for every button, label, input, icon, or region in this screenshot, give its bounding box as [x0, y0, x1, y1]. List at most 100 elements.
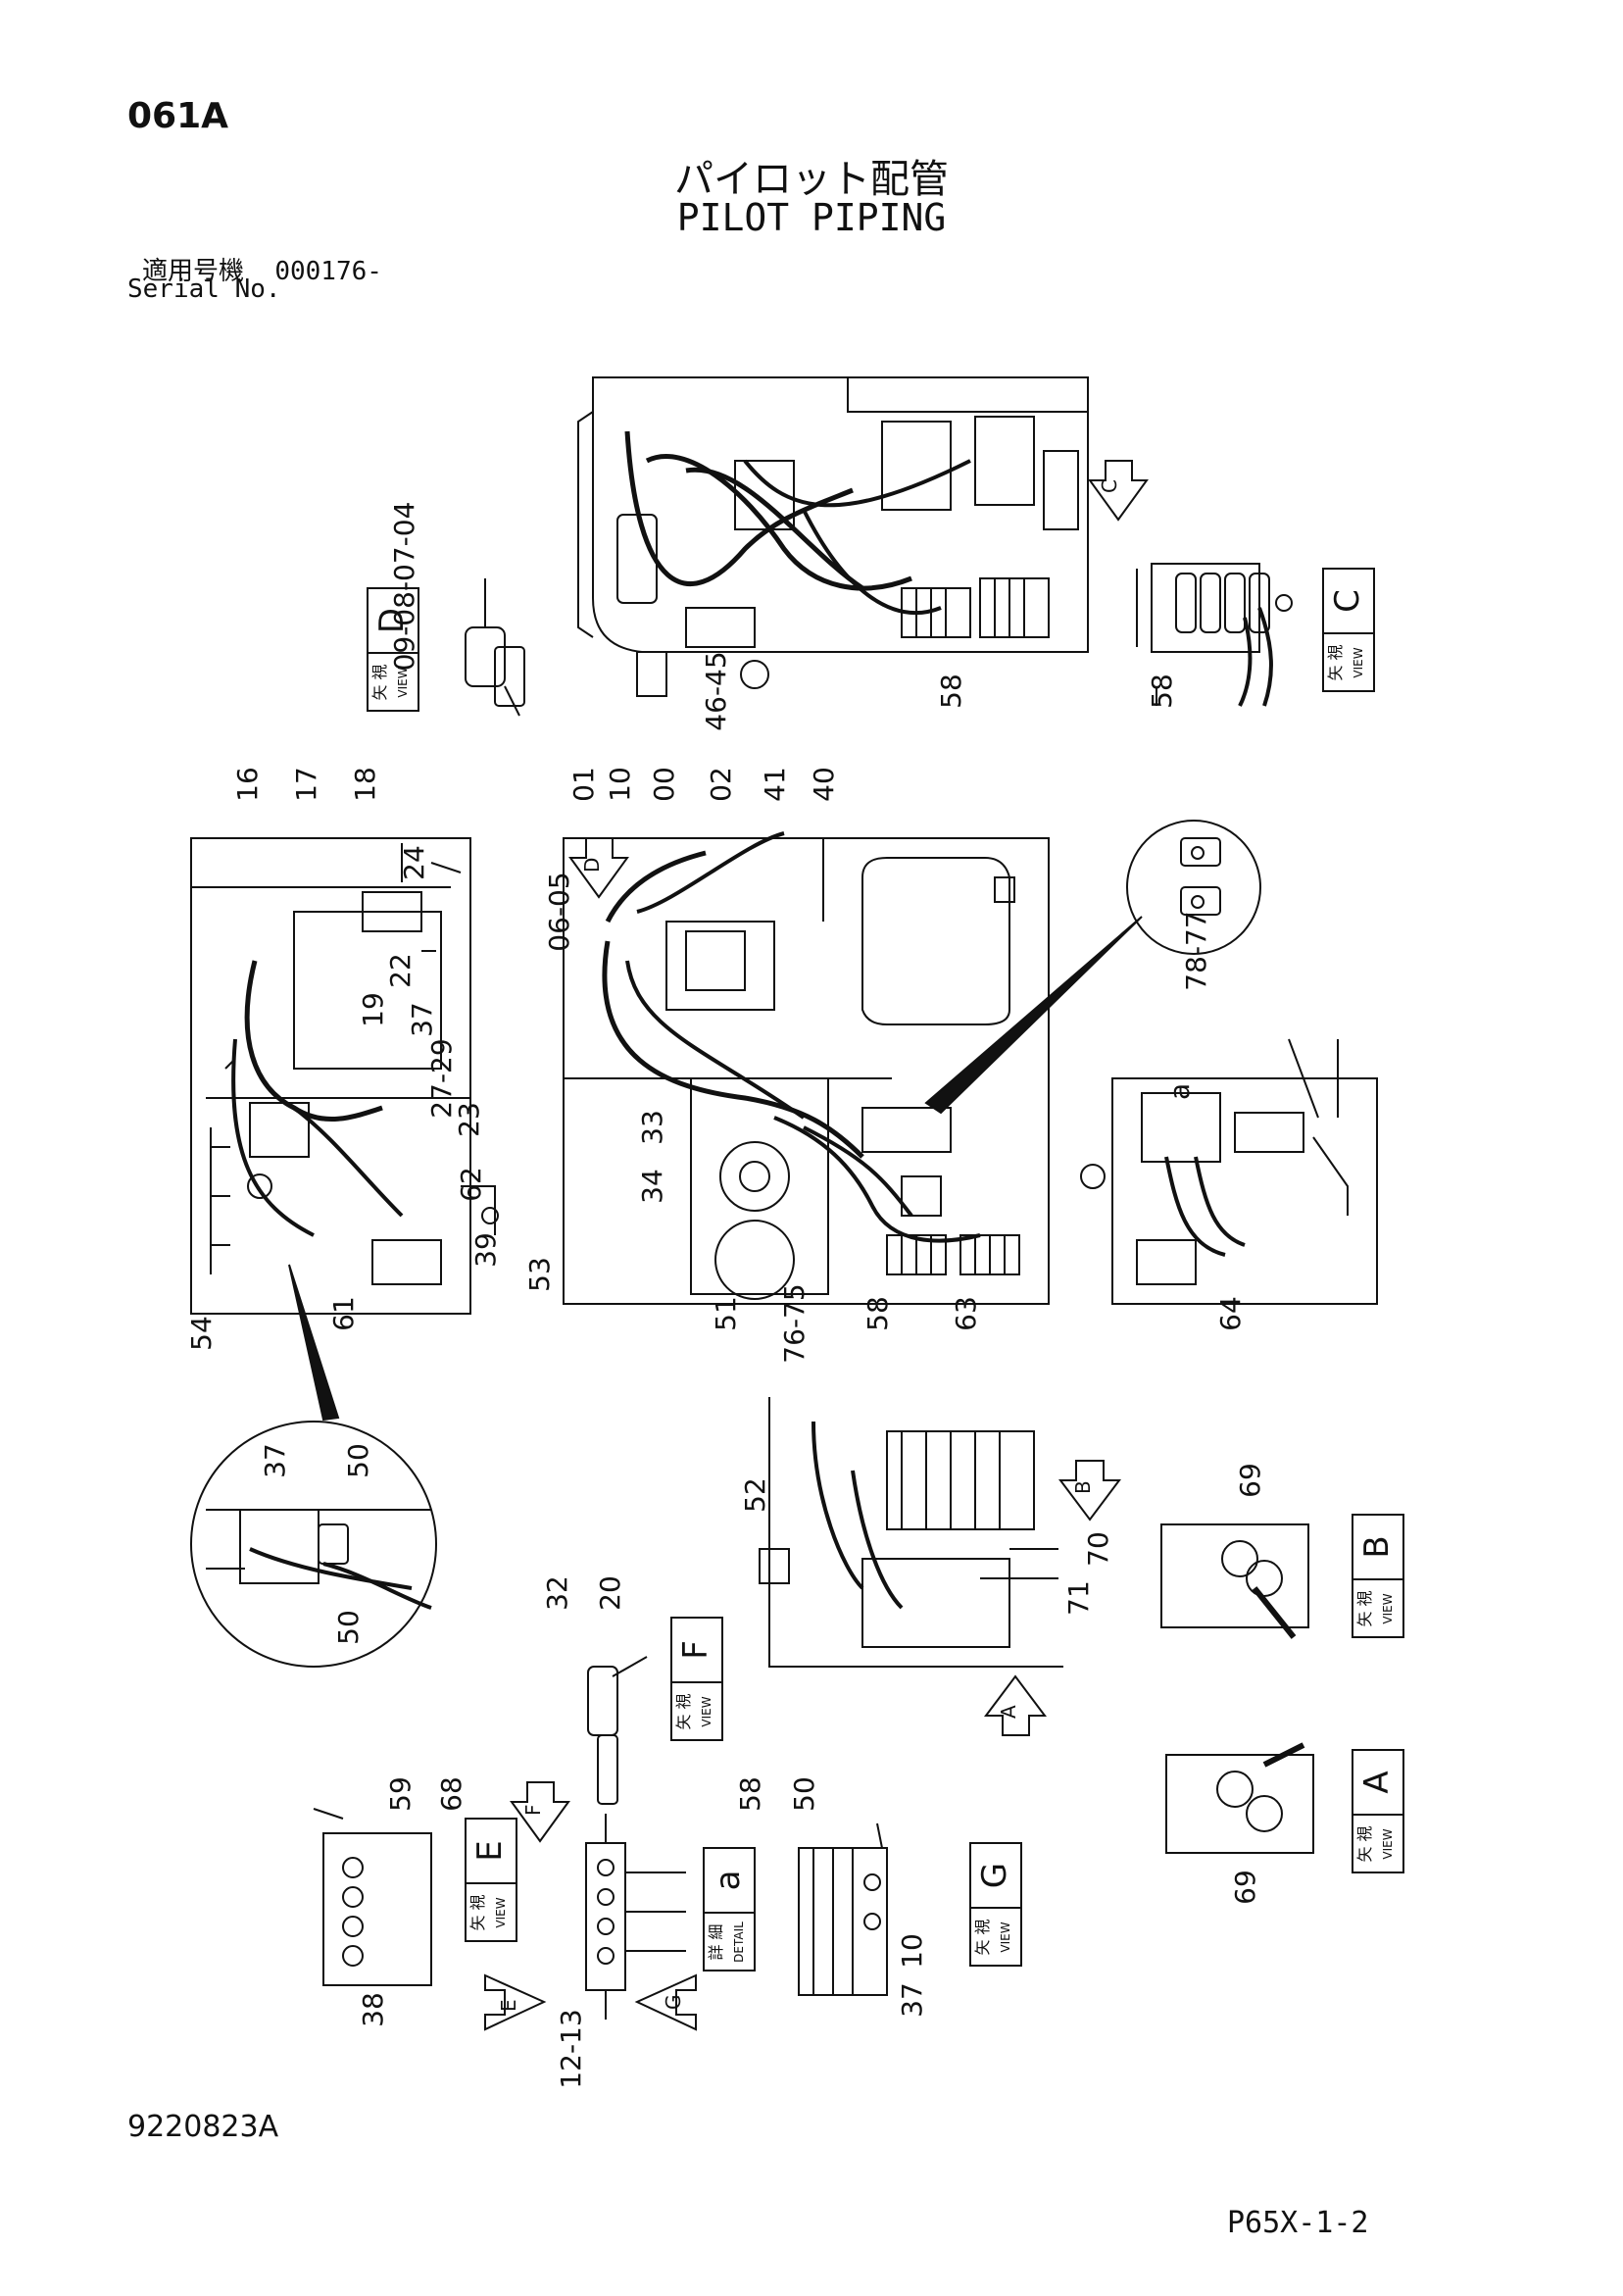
callout-number: 46-45	[700, 651, 732, 730]
view-arrow-f: F	[510, 1781, 570, 1843]
title-japanese: パイロット配管	[674, 157, 949, 202]
callout-number: 32	[541, 1575, 573, 1611]
view-arrow-letter: C	[1098, 479, 1121, 493]
callout-number: 38	[357, 1992, 389, 2027]
view-label-box: 矢 視 VIEW E	[465, 1818, 517, 1942]
serial-label-ja: 適用号機	[142, 257, 245, 286]
view-label-en: VIEW	[700, 1696, 713, 1726]
view-arrow-letter: F	[521, 1804, 545, 1816]
view-label-ja: 矢 視	[370, 664, 389, 700]
callout-number: 19	[357, 992, 389, 1027]
callout-number: 09-08-07-04	[388, 502, 420, 672]
callout-number: 59	[384, 1776, 417, 1812]
view-a-component	[1165, 1742, 1314, 1854]
callout-number: 70	[1082, 1531, 1114, 1567]
callout-number: 37	[259, 1443, 291, 1478]
callout-number: 37	[406, 1002, 438, 1037]
view-arrow-letter: G	[662, 1995, 685, 2011]
view-arrow-e: E	[484, 1973, 547, 2031]
callout-number: 06-05	[543, 872, 575, 951]
view-label-en: DETAIL	[732, 1922, 746, 1963]
detail-circle-upper-right	[1126, 820, 1261, 955]
callout-number: 69	[1229, 1870, 1261, 1905]
view-label-en: VIEW	[1381, 1593, 1395, 1623]
callout-number: 34	[636, 1169, 668, 1204]
view-arrow-b: B	[1058, 1460, 1121, 1522]
callout-number: 12-13	[555, 2009, 587, 2088]
detail-a-component	[585, 1814, 686, 2020]
view-arrow-letter: B	[1071, 1480, 1095, 1494]
view-label-en: VIEW	[1352, 647, 1365, 677]
view-label-letter: A	[1357, 1771, 1397, 1793]
callout-number: 40	[808, 767, 840, 802]
callout-number: 01	[567, 767, 600, 802]
top-assembly-illustration	[577, 376, 1089, 697]
callout-number: 50	[332, 1610, 365, 1645]
view-label-box: 矢 視 VIEW A	[1352, 1749, 1404, 1873]
detail-circle-lower-left	[190, 1421, 437, 1668]
callout-number: 71	[1062, 1580, 1095, 1616]
view-label-ja: 詳 細	[707, 1923, 725, 1960]
callout-number: 58	[734, 1776, 766, 1812]
callout-number: 51	[710, 1296, 742, 1331]
view-label-ja: 矢 視	[468, 1894, 487, 1930]
callout-number: 37	[896, 1982, 928, 2018]
view-label-ja: 矢 視	[1355, 1825, 1374, 1862]
drawing-number: 9220823A	[127, 2110, 279, 2144]
view-label-letter: D	[372, 608, 412, 633]
view-label-box: 矢 視 VIEW D	[367, 587, 419, 712]
callout-number: 58	[935, 674, 967, 709]
callout-number: 62	[455, 1167, 487, 1202]
view-label-en: VIEW	[396, 667, 410, 697]
lower-center-assembly	[759, 1397, 1063, 1668]
view-label-en: VIEW	[494, 1897, 508, 1927]
center-main-assembly	[563, 831, 1050, 1305]
callout-number: 69	[1234, 1463, 1266, 1498]
section-code: 061A	[127, 96, 229, 136]
view-label-letter: B	[1357, 1535, 1397, 1558]
view-label-letter: G	[975, 1863, 1014, 1888]
callout-number: 16	[231, 767, 264, 802]
view-arrow-g: G	[634, 1973, 697, 2031]
view-arrow-letter: D	[580, 858, 604, 873]
callout-number: 78-77	[1180, 911, 1212, 990]
callout-number: 39	[469, 1232, 502, 1268]
view-label-letter: E	[470, 1840, 510, 1861]
callout-number: 33	[636, 1110, 668, 1145]
view-arrow-letter: A	[997, 1705, 1020, 1719]
callout-number: 02	[705, 767, 737, 802]
callout-number: 22	[384, 953, 417, 988]
view-label-en: VIEW	[999, 1922, 1012, 1952]
view-label-ja: 矢 視	[973, 1919, 992, 1955]
view-arrow-letter: E	[497, 1999, 520, 2012]
view-d-valve-illustration	[465, 588, 525, 717]
view-label-en: VIEW	[1381, 1828, 1395, 1859]
view-f-component	[587, 1656, 648, 1805]
callout-number: 58	[1146, 674, 1178, 709]
view-arrow-c: C	[1088, 460, 1149, 522]
callout-number: 58	[861, 1296, 894, 1331]
callout-number: 17	[290, 767, 322, 802]
view-label-ja: 矢 視	[674, 1693, 693, 1729]
callout-number: 20	[594, 1575, 626, 1611]
detail-pointer-wedge	[288, 1264, 340, 1422]
callout-number: 63	[950, 1296, 982, 1331]
callout-number: 54	[185, 1316, 218, 1351]
view-e-component	[313, 1808, 432, 1986]
callout-number: 27-29	[425, 1038, 458, 1118]
serial-label-english: Serial No.	[127, 275, 281, 304]
callout-number: 52	[739, 1477, 771, 1513]
view-b-component	[1160, 1523, 1309, 1639]
callout-number: 23	[453, 1102, 485, 1137]
detail-pointer-wedge	[924, 916, 1143, 1115]
callout-number: 41	[759, 767, 791, 802]
callout-number: 50	[788, 1776, 820, 1812]
callout-number: 76-75	[778, 1283, 811, 1363]
callout-number: 18	[349, 767, 381, 802]
